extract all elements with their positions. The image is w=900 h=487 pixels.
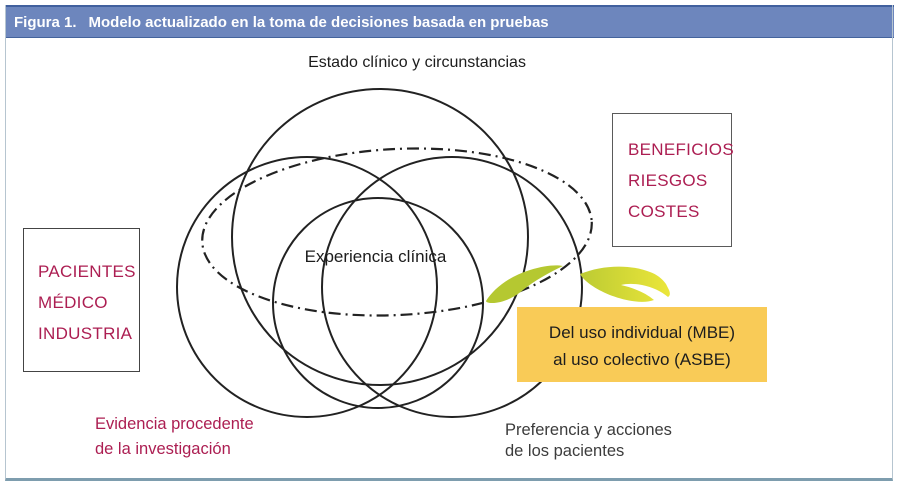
figure-title: Modelo actualizado en la toma de decisio… <box>88 13 549 31</box>
figure-number-label: Figura 1. <box>14 13 77 31</box>
label-evidencia: Evidencia procedente de la investigación <box>95 412 254 462</box>
figure-title-bar: Figura 1. Modelo actualizado en la toma … <box>5 5 894 38</box>
preferencia-line2: de los pacientes <box>505 442 625 460</box>
mbe-asbe-highlight-box: Del uso individual (MBE) al uso colectiv… <box>517 307 767 382</box>
circle-clinical-state <box>231 88 529 386</box>
yellow-box-line1: Del uso individual (MBE) <box>548 323 736 342</box>
flow-arrow-head <box>580 266 670 302</box>
box-line-pacientes: PACIENTES <box>38 262 136 281</box>
box-line-beneficios: BENEFICIOS <box>628 140 734 159</box>
label-experiencia-clinica: Experiencia clínica <box>304 247 447 266</box>
stakeholders-box: PACIENTES MÉDICO INDUSTRIA <box>23 228 140 372</box>
yellow-box-line2: al uso colectivo (ASBE) <box>553 350 731 369</box>
box-line-riesgos: RIESGOS <box>628 171 708 190</box>
box-line-industria: INDUSTRIA <box>38 324 133 343</box>
dash-dot-ellipse <box>201 147 593 317</box>
label-estado-clinico: Estado clínico y circunstancias <box>308 54 526 71</box>
benefits-risks-costs-box: BENEFICIOS RIESGOS COSTES <box>612 113 734 247</box>
circle-research-evidence <box>176 156 438 418</box>
evidencia-line1: Evidencia procedente <box>95 415 254 433</box>
box-line-medico: MÉDICO <box>38 293 108 312</box>
circle-clinical-expertise <box>272 197 484 409</box>
flow-arrow-tail <box>486 265 563 303</box>
box-line-costes: COSTES <box>628 202 700 221</box>
label-preferencia: Preferencia y acciones de los pacientes <box>505 420 672 462</box>
evidencia-line2: de la investigación <box>95 440 231 458</box>
preferencia-line1: Preferencia y acciones <box>505 421 672 439</box>
